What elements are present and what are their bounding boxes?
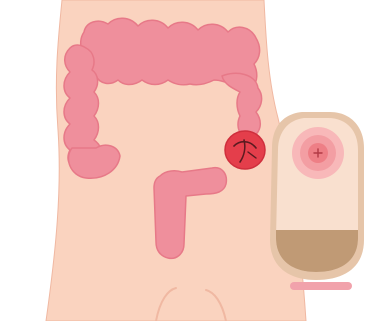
pouch-clip xyxy=(290,282,352,290)
stoma xyxy=(225,131,265,169)
ostomy-pouch xyxy=(270,112,364,290)
